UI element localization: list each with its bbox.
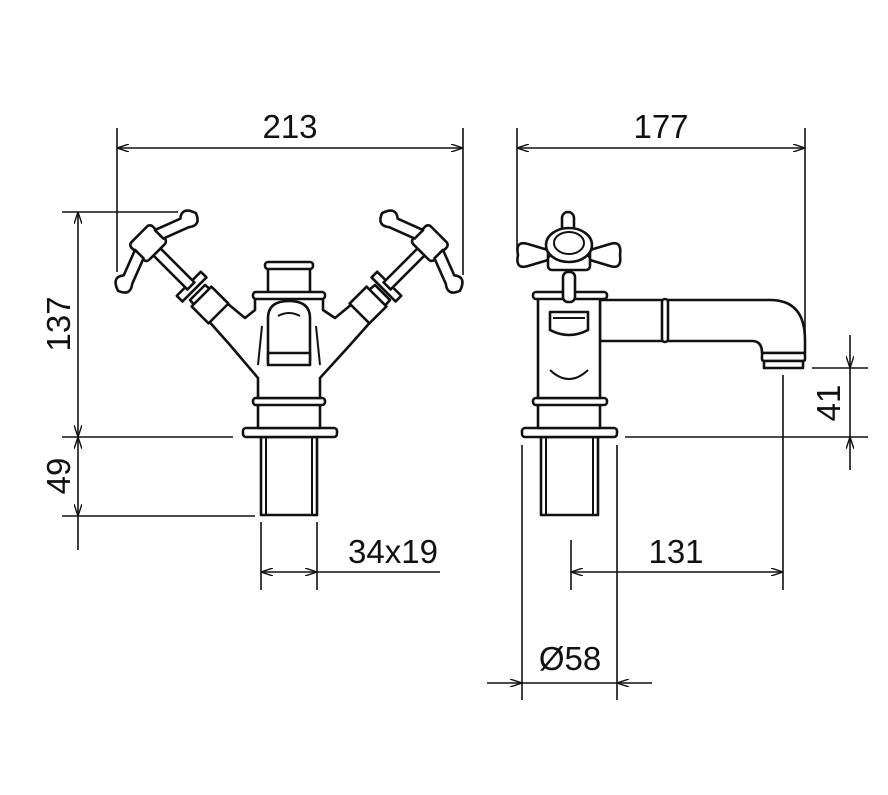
side-cross-handle (516, 210, 622, 272)
spout-reach-label: 131 (648, 533, 703, 570)
side-base-flange (520, 426, 619, 439)
front-base-flange (241, 426, 339, 439)
base-diameter-label: Ø58 (539, 640, 601, 677)
width-label: 213 (262, 108, 317, 145)
side-dimensions: 177 41 131 Ø58 (487, 108, 868, 700)
height-label: 137 (40, 296, 77, 351)
spout-height-label: 41 (810, 385, 847, 422)
front-shank (259, 435, 319, 517)
right-cross-handle (348, 209, 464, 325)
left-cross-handle (114, 209, 230, 325)
side-shank (539, 435, 600, 517)
side-view-faucet (516, 210, 807, 517)
front-view-faucet (114, 209, 464, 517)
shank-height-label: 49 (40, 458, 77, 495)
depth-label: 177 (633, 108, 688, 145)
spout (598, 298, 807, 355)
shank-size-label: 34x19 (348, 533, 438, 570)
front-dimensions: 213 137 49 34x19 (40, 108, 464, 590)
